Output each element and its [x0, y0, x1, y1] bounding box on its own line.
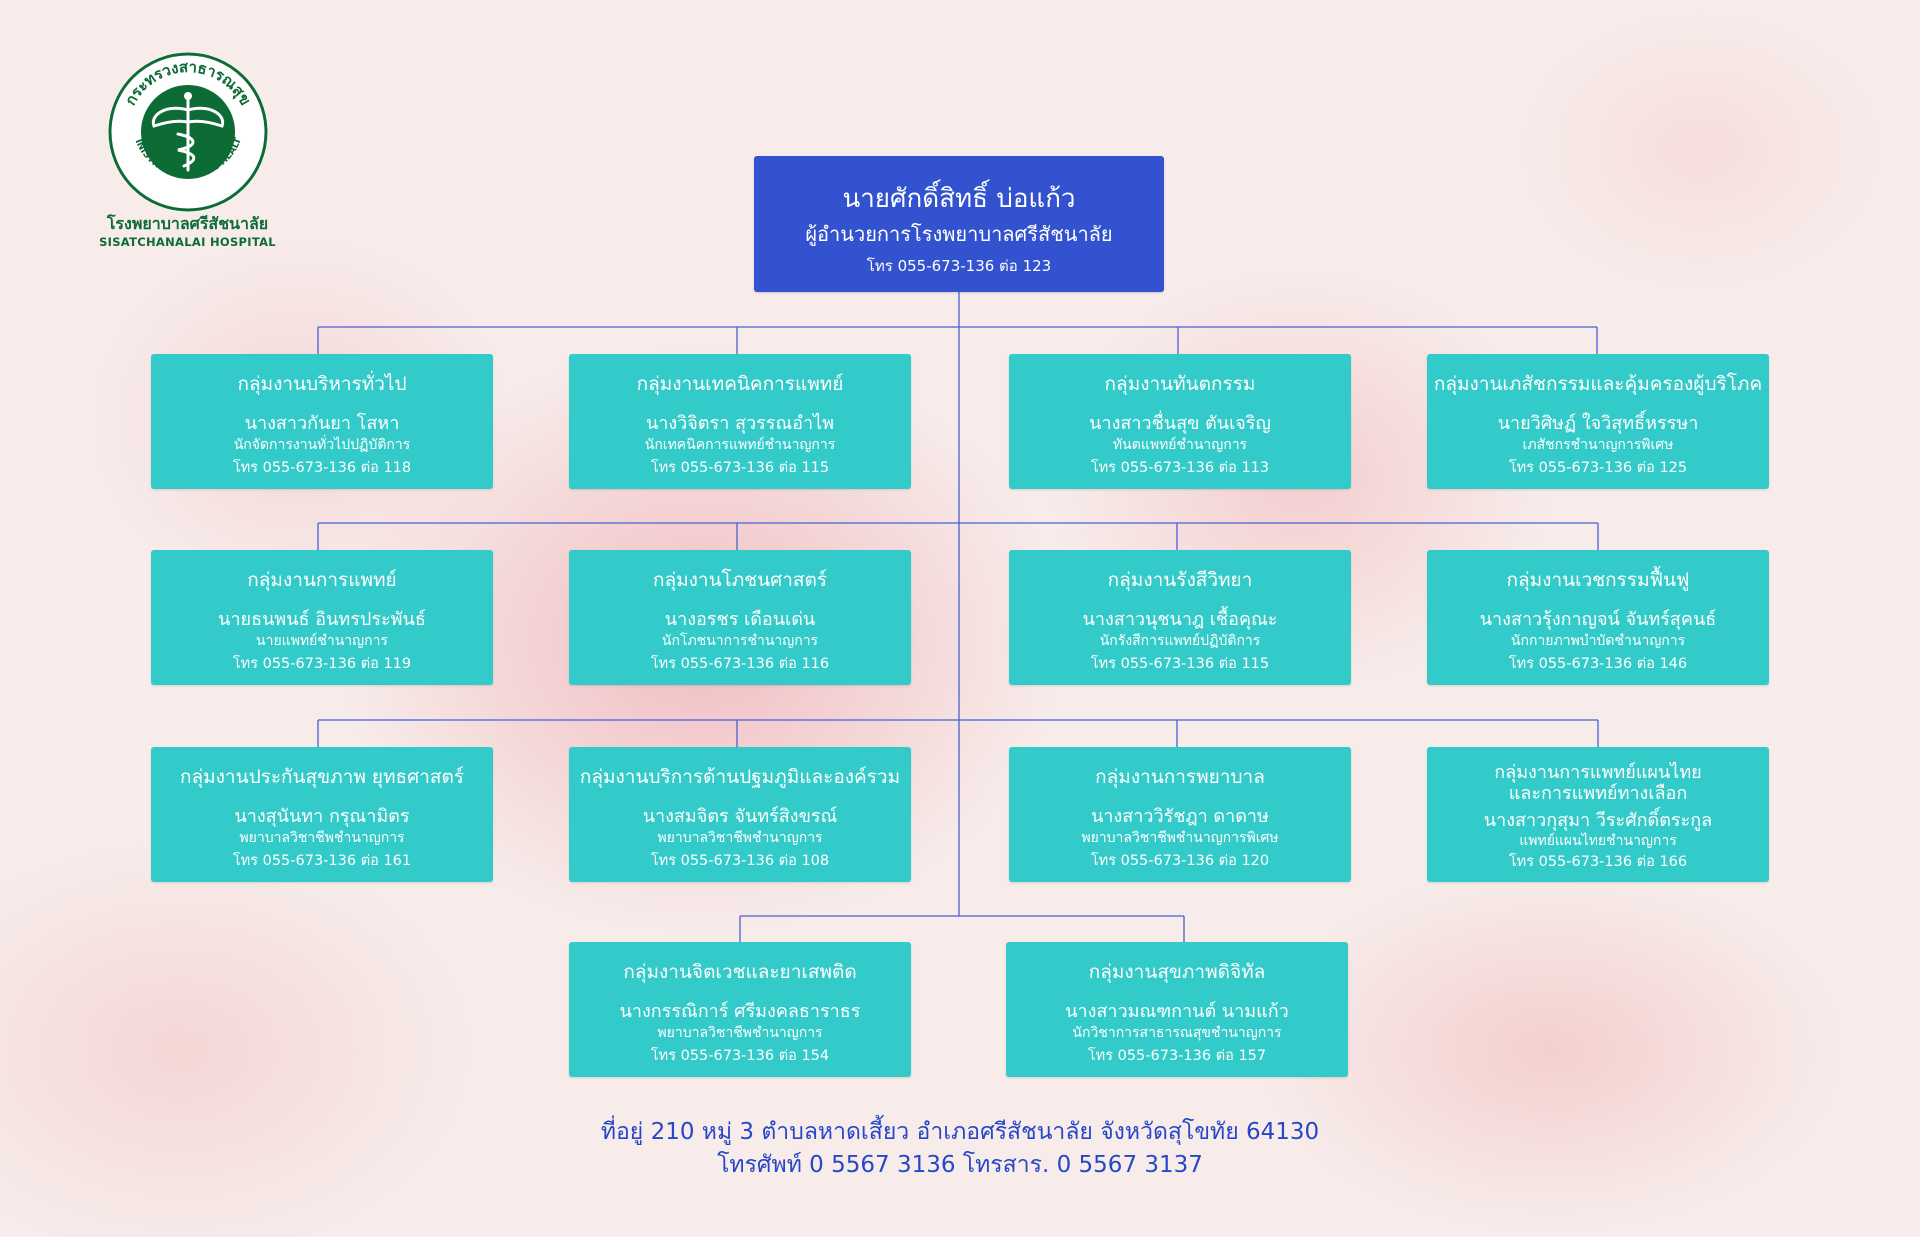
unit-head-name: นางสุนันทา กรุณามิตร [234, 806, 410, 827]
unit-box-health-insurance: กลุ่มงานประกันสุขภาพ ยุทธศาสตร์ นางสุนัน… [151, 747, 493, 882]
unit-tel: โทร 055-673-136 ต่อ 115 [650, 460, 830, 476]
unit-tel: โทร 055-673-136 ต่อ 108 [650, 853, 830, 869]
unit-tel: โทร 055-673-136 ต่อ 161 [232, 853, 412, 869]
unit-title: กลุ่มงานเทคนิคการแพทย์ [636, 373, 844, 395]
hospital-logo: กระทรวงสาธารณสุข MINISTRY OF PUBLIC HEAL… [95, 50, 280, 250]
unit-box-thai-traditional-medicine: กลุ่มงานการแพทย์แผนไทย และการแพทย์ทางเลื… [1427, 747, 1769, 882]
unit-title: กลุ่มงานประกันสุขภาพ ยุทธศาสตร์ [179, 766, 465, 788]
unit-head-name: นายวิศิษฏ์ ใจวิสุทธิ์หรรษา [1497, 413, 1699, 434]
unit-head-position: นักโภชนาการชำนาญการ [661, 633, 819, 649]
unit-head-name: นางสาวมณฑกานต์ นามแก้ว [1065, 1001, 1289, 1022]
unit-box-general-admin: กลุ่มงานบริหารทั่วไป นางสาวกันยา โสหา นั… [151, 354, 493, 489]
unit-head-position: นักเทคนิคการแพทย์ชำนาญการ [644, 437, 836, 453]
unit-tel: โทร 055-673-136 ต่อ 120 [1090, 853, 1270, 869]
logo-hospital-name-th: โรงพยาบาลศรีสัชนาลัย [106, 214, 269, 233]
unit-tel: โทร 055-673-136 ต่อ 157 [1087, 1048, 1267, 1064]
unit-tel: โทร 055-673-136 ต่อ 154 [650, 1048, 830, 1064]
unit-title: กลุ่มงานการพยาบาล [1095, 766, 1265, 788]
unit-tel: โทร 055-673-136 ต่อ 118 [232, 460, 412, 476]
unit-head-name: นางวิจิตรา สุวรรณอำไพ [645, 413, 834, 434]
unit-box-rehabilitation: กลุ่มงานเวชกรรมฟื้นฟู นางสาวรุ้งกาญจน์ จ… [1427, 550, 1769, 685]
unit-head-position: พยาบาลวิชาชีพชำนาญการ [657, 830, 823, 846]
logo-hospital-name-en: SISATCHANALAI HOSPITAL [99, 235, 276, 249]
unit-title: กลุ่มงานการแพทย์ [247, 569, 397, 591]
unit-title: กลุ่มงานรังสีวิทยา [1107, 569, 1253, 591]
unit-head-name: นางกรรณิการ์ ศรีมงคลธาราธร [619, 1001, 861, 1022]
unit-title: กลุ่มงานบริการด้านปฐมภูมิและองค์รวม [579, 766, 901, 788]
unit-head-position: นักจัดการงานทั่วไปปฏิบัติการ [233, 437, 411, 453]
unit-box-radiology: กลุ่มงานรังสีวิทยา นางสาวนุชนาฎ เชื้อคุณ… [1009, 550, 1351, 685]
unit-title: กลุ่มงานทันตกรรม [1104, 373, 1256, 395]
director-box: นายศักดิ์สิทธิ์ บ่อแก้ว ผู้อำนวยการโรงพย… [754, 156, 1164, 292]
unit-tel: โทร 055-673-136 ต่อ 125 [1508, 460, 1688, 476]
unit-head-position: นักวิชาการสาธารณสุขชำนาญการ [1072, 1025, 1282, 1041]
director-tel: โทร 055-673-136 ต่อ 123 [866, 257, 1052, 275]
unit-head-name: นางสมจิตร จันทร์สิงขรณ์ [642, 806, 838, 827]
unit-head-name: นางสาววิรัชฎา ดาดาษ [1091, 806, 1269, 827]
director-name: นายศักดิ์สิทธิ์ บ่อแก้ว [842, 184, 1076, 214]
unit-head-name: นางสาวกุสุมา วีระศักดิ์ตระกูล [1483, 810, 1713, 831]
unit-head-position: ทันตแพทย์ชำนาญการ [1112, 437, 1248, 453]
unit-tel: โทร 055-673-136 ต่อ 116 [650, 656, 830, 672]
unit-box-psychiatry: กลุ่มงานจิตเวชและยาเสพติด นางกรรณิการ์ ศ… [569, 942, 911, 1077]
director-role: ผู้อำนวยการโรงพยาบาลศรีสัชนาลัย [805, 222, 1113, 246]
footer-phone: โทรศัพท์ 0 5567 3136 โทรสาร. 0 5567 3137 [717, 1152, 1203, 1178]
unit-box-pharmacy: กลุ่มงานเภสัชกรรมและคุ้มครองผู้บริโภค นา… [1427, 354, 1769, 489]
unit-title: กลุ่มงานการแพทย์แผนไทย [1494, 762, 1702, 783]
unit-title: กลุ่มงานเวชกรรมฟื้นฟู [1506, 569, 1690, 591]
unit-title: กลุ่มงานบริหารทั่วไป [237, 373, 407, 395]
unit-head-name: นางสาวชื่นสุข ตันเจริญ [1089, 413, 1271, 434]
unit-box-dental: กลุ่มงานทันตกรรม นางสาวชื่นสุข ตันเจริญ … [1009, 354, 1351, 489]
unit-tel: โทร 055-673-136 ต่อ 146 [1508, 656, 1688, 672]
unit-head-name: นางสาวนุชนาฎ เชื้อคุณะ [1082, 609, 1278, 630]
unit-head-position: พยาบาลวิชาชีพชำนาญการ [239, 830, 405, 846]
unit-box-primary-care: กลุ่มงานบริการด้านปฐมภูมิและองค์รวม นางส… [569, 747, 911, 882]
unit-title-line2: และการแพทย์ทางเลือก [1508, 783, 1688, 804]
unit-tel: โทร 055-673-136 ต่อ 119 [232, 656, 412, 672]
unit-title: กลุ่มงานโภชนศาสตร์ [652, 569, 828, 591]
unit-tel: โทร 055-673-136 ต่อ 115 [1090, 656, 1270, 672]
unit-tel: โทร 055-673-136 ต่อ 113 [1090, 460, 1270, 476]
unit-box-nutrition: กลุ่มงานโภชนศาสตร์ นางอรชร เดือนเด่น นัก… [569, 550, 911, 685]
unit-head-position: นักรังสีการแพทย์ปฏิบัติการ [1099, 633, 1261, 649]
unit-head-name: นางสาวกันยา โสหา [244, 413, 400, 434]
unit-box-nursing: กลุ่มงานการพยาบาล นางสาววิรัชฎา ดาดาษ พย… [1009, 747, 1351, 882]
footer-address: ที่อยู่ 210 หมู่ 3 ตำบลหาดเสี้ยว อำเภอศร… [600, 1119, 1320, 1145]
unit-box-medical: กลุ่มงานการแพทย์ นายธนพนธ์ อินทรประพันธ์… [151, 550, 493, 685]
unit-head-position: พยาบาลวิชาชีพชำนาญการ [657, 1025, 823, 1041]
unit-title: กลุ่มงานสุขภาพดิจิทัล [1088, 961, 1266, 983]
unit-head-position: แพทย์แผนไทยชำนาญการ [1519, 833, 1677, 849]
unit-title: กลุ่มงานจิตเวชและยาเสพติด [623, 961, 857, 983]
unit-head-name: นายธนพนธ์ อินทรประพันธ์ [218, 609, 426, 630]
unit-box-medical-technology: กลุ่มงานเทคนิคการแพทย์ นางวิจิตรา สุวรรณ… [569, 354, 911, 489]
unit-head-name: นางสาวรุ้งกาญจน์ จันทร์สุคนธ์ [1479, 609, 1717, 630]
unit-head-name: นางอรชร เดือนเด่น [664, 609, 816, 630]
unit-tel: โทร 055-673-136 ต่อ 166 [1508, 854, 1688, 870]
unit-head-position: นายแพทย์ชำนาญการ [256, 633, 388, 649]
unit-head-position: เภสัชกรชำนาญการพิเศษ [1522, 437, 1674, 453]
ministry-seal-icon: กระทรวงสาธารณสุข MINISTRY OF PUBLIC HEAL… [106, 50, 268, 212]
unit-box-digital-health: กลุ่มงานสุขภาพดิจิทัล นางสาวมณฑกานต์ นาม… [1006, 942, 1348, 1077]
unit-title: กลุ่มงานเภสัชกรรมและคุ้มครองผู้บริโภค [1433, 373, 1763, 395]
unit-head-position: พยาบาลวิชาชีพชำนาญการพิเศษ [1081, 830, 1279, 846]
unit-head-position: นักกายภาพบำบัดชำนาญการ [1510, 633, 1686, 649]
